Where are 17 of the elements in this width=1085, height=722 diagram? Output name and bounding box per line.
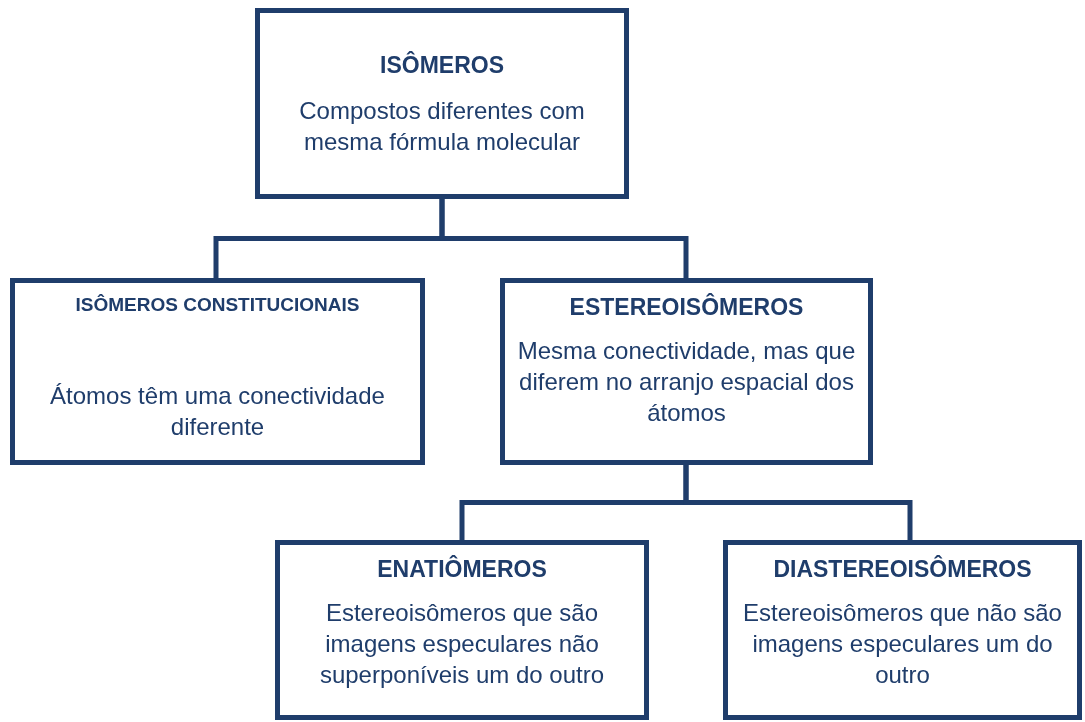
- box-heading: ENATIÔMEROS: [377, 555, 547, 584]
- connector-line: [439, 199, 689, 278]
- box-description: Mesma conectividade, mas que diferem no arranjo espacial dos átomos: [516, 335, 857, 429]
- box-heading: DIASTEREOISÔMEROS: [773, 555, 1032, 584]
- box-heading: ESTEREOISÔMEROS: [569, 293, 804, 322]
- box-heading: ISÔMEROS: [380, 51, 504, 80]
- box-description: Estereoisômeros que são imagens especulares não superponíveis um do outro: [318, 597, 606, 691]
- category-box: [275, 540, 649, 720]
- category-box: [255, 8, 629, 199]
- category-box: [500, 278, 873, 465]
- category-box: [723, 540, 1082, 720]
- box-description: Átomos têm uma conectividade diferente: [49, 380, 386, 442]
- category-box: [10, 278, 425, 465]
- box-description: Compostos diferentes com mesma fórmula molecular: [298, 95, 586, 158]
- box-heading: ISÔMEROS CONSTITUCIONAIS: [75, 293, 360, 317]
- connector-line: [683, 465, 913, 540]
- box-description: Estereoisômeros que não são imagens especulares um do outro: [742, 597, 1063, 691]
